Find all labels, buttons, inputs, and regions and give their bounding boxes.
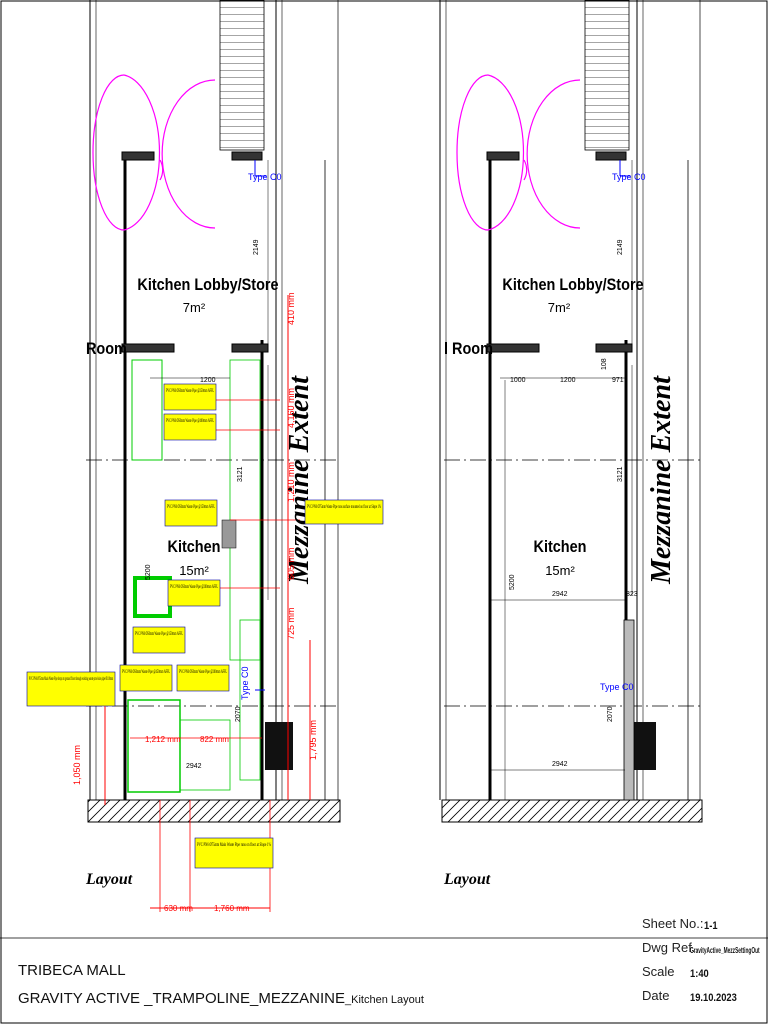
left-lobby-area: 7m² <box>183 300 206 315</box>
right-dim-2070: 2070 <box>607 706 614 722</box>
left-dim-red-1795: 1,795 mm <box>308 720 318 760</box>
left-dim-5200: 5200 <box>145 564 152 580</box>
svg-text:PVC PN6 Ø75mm Waste Pipe runs: PVC PN6 Ø75mm Waste Pipe runs surface mo… <box>307 503 381 510</box>
right-type-tag-1: Type C0 <box>612 172 646 182</box>
right-dim-2942-top: 2942 <box>552 591 568 598</box>
date-value: 19.10.2023 <box>690 992 737 1004</box>
right-lobby-label: Kitchen Lobby/Store <box>502 276 643 294</box>
svg-text:PVC PN6 Ø75mm Main Waste Pipe: PVC PN6 Ø75mm Main Waste Pipe runs on fl… <box>197 841 271 848</box>
svg-text:PVC PN6 Ø50mm Waste Pipe @150m: PVC PN6 Ø50mm Waste Pipe @150mm AFFL <box>135 631 183 637</box>
project-title: TRIBECA MALL <box>18 962 126 979</box>
left-kitchen-label: Kitchen <box>168 538 221 556</box>
sheet-value: 1-1 <box>704 920 718 932</box>
left-dim-2070: 2070 <box>235 706 242 722</box>
svg-text:PVC PN6 Ø50mm Waste Pipe @450m: PVC PN6 Ø50mm Waste Pipe @450mm AFFL <box>122 669 170 675</box>
left-mezzanine-label: Mezzanine Extent <box>284 375 315 585</box>
note-7: PVC PN6 Ø75mm Main Waste Pipe drops to g… <box>26 671 116 707</box>
right-partial-room: l Room <box>444 340 493 358</box>
left-dim-2942: 2942 <box>186 763 202 770</box>
right-bottom-label: Layout <box>443 871 491 888</box>
note-5: PVC PN6 Ø50mm Waste Pipe @200mm AFFL <box>167 579 221 607</box>
note-10: PVC PN6 Ø75mm Main Waste Pipe runs on fl… <box>194 837 274 869</box>
svg-text:PVC PN6 Ø50mm Waste Pipe @200m: PVC PN6 Ø50mm Waste Pipe @200mm AFFL <box>179 669 227 675</box>
left-dim-2149: 2149 <box>253 239 260 255</box>
right-dim-108: 108 <box>601 358 608 370</box>
left-dim-3121: 3121 <box>237 466 244 482</box>
note-8: PVC PN6 Ø50mm Waste Pipe @450mm AFFL <box>119 664 173 692</box>
left-dim-red-1050: 1,050 mm <box>72 745 82 785</box>
left-dim-red-1760: 1,760 mm <box>214 904 250 913</box>
right-dim-1000: 1000 <box>510 377 526 384</box>
left-type-tag-1: Type C0 <box>248 172 282 182</box>
right-dim-5200: 5200 <box>509 574 516 590</box>
left-lobby-label: Kitchen Lobby/Store <box>137 276 278 294</box>
left-bottom-label: Layout <box>85 871 133 888</box>
drawing-title-sub: _Kitchen Layout <box>345 994 424 1006</box>
right-lobby-area: 7m² <box>548 300 571 315</box>
right-dim-1200: 1200 <box>560 377 576 384</box>
right-mezzanine-label: Mezzanine Extent <box>646 375 677 585</box>
right-type-tag-2: Type C0 <box>600 682 634 692</box>
svg-text:PVC PN6 Ø50mm Waste Pipe @150m: PVC PN6 Ø50mm Waste Pipe @150mm AFFL <box>167 504 215 510</box>
drawing-title-main: GRAVITY ACTIVE _TRAMPOLINE_MEZZANINE <box>18 990 346 1007</box>
left-notes: PVC PN6 Ø50mm Waste Pipe @250mm AFFL PVC… <box>26 383 384 869</box>
left-kitchen-area: 15m² <box>179 563 209 578</box>
left-dim-red-725: 725 mm <box>286 607 296 640</box>
left-dim-red-822: 822 mm <box>200 735 229 744</box>
note-3: PVC PN6 Ø50mm Waste Pipe @150mm AFFL <box>164 499 218 527</box>
scale-value: 1:40 <box>690 968 709 980</box>
left-dim-red-1212: 1,212 mm <box>145 735 181 744</box>
right-dim-323: 323 <box>626 591 638 598</box>
dwg-ref-label: Dwg Ref. <box>642 940 696 955</box>
svg-text:PVC PN6 Ø50mm Waste Pipe @250m: PVC PN6 Ø50mm Waste Pipe @250mm AFFL <box>166 388 214 394</box>
left-dim-red-605: 605 mm <box>286 547 296 580</box>
left-type-tag-2: Type C0 <box>240 666 250 700</box>
left-partial-room: Room <box>86 340 127 358</box>
left-dim-red-1210: 1,210 mm <box>286 462 296 502</box>
drawing-title: GRAVITY ACTIVE _TRAMPOLINE_MEZZANINE_Kit… <box>18 990 424 1007</box>
right-kitchen-label: Kitchen <box>534 538 587 556</box>
note-1: PVC PN6 Ø50mm Waste Pipe @250mm AFFL <box>163 383 217 411</box>
left-dim-red-630: 630 mm <box>164 904 193 913</box>
scale-label: Scale <box>642 964 675 979</box>
left-plan <box>86 0 341 912</box>
right-dim-2942-bottom: 2942 <box>552 761 568 768</box>
left-dim-red-4160: 4,160 mm <box>286 388 296 428</box>
note-6: PVC PN6 Ø50mm Waste Pipe @150mm AFFL <box>132 626 186 654</box>
svg-text:PVC PN6 Ø75mm Main Waste Pipe: PVC PN6 Ø75mm Main Waste Pipe drops to g… <box>29 675 113 682</box>
note-4: PVC PN6 Ø75mm Waste Pipe runs surface mo… <box>304 499 384 525</box>
right-dim-2149: 2149 <box>617 239 624 255</box>
date-label: Date <box>642 988 670 1003</box>
svg-text:PVC PN6 Ø50mm Waste Pipe @200m: PVC PN6 Ø50mm Waste Pipe @200mm AFFL <box>170 584 218 590</box>
sheet-label: Sheet No.: <box>642 916 704 931</box>
note-2: PVC PN6 Ø50mm Waste Pipe @400mm AFFL <box>163 413 217 441</box>
left-dim-red-410: 410 mm <box>286 292 296 325</box>
right-kitchen-area: 15m² <box>545 563 575 578</box>
right-dim-971: 971 <box>612 377 624 384</box>
svg-text:PVC PN6 Ø50mm Waste Pipe @400m: PVC PN6 Ø50mm Waste Pipe @400mm AFFL <box>166 418 214 424</box>
note-9: PVC PN6 Ø50mm Waste Pipe @200mm AFFL <box>176 664 230 692</box>
right-plan <box>439 0 703 823</box>
right-dim-3121: 3121 <box>617 466 624 482</box>
left-dim-1200: 1200 <box>200 377 216 384</box>
dwg-ref-value: GravityActive_MezzSettingOut <box>690 946 760 955</box>
